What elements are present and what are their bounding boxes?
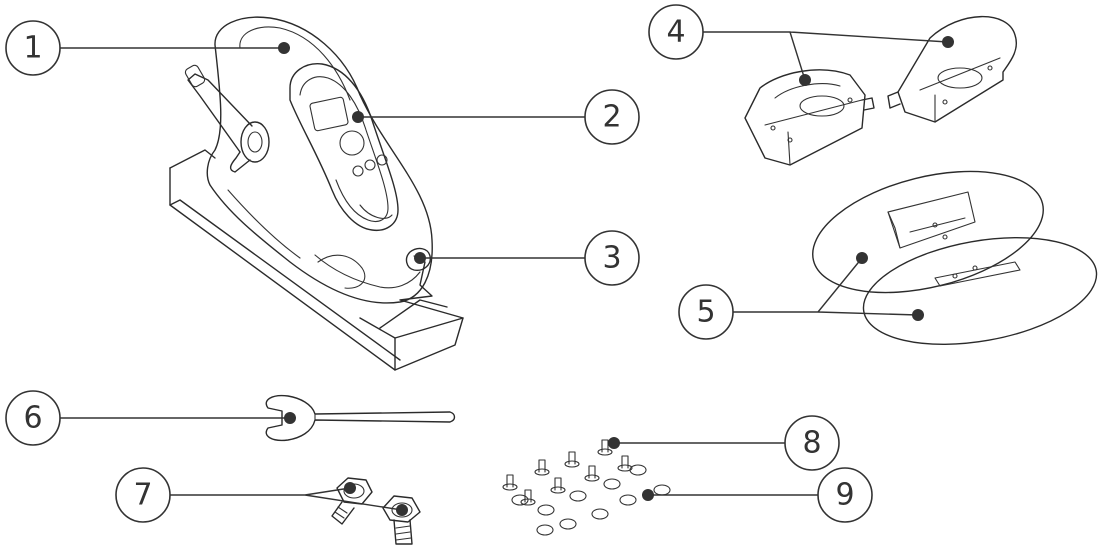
leader-dot-2 [352,111,364,123]
pedal-exerciser-main-body-drawing [169,16,464,371]
screw-icon [564,451,580,468]
leader-dot-6 [284,412,296,424]
callouts: 1 2 3 4 5 6 7 8 [5,4,873,523]
washer-icon [603,478,621,490]
leader-dot-1 [278,42,290,54]
screw-icon [550,477,566,494]
callout-7: 7 [115,467,171,523]
hex-bolts-drawing [331,477,421,545]
screw-icon [502,474,518,491]
washer-icon [619,494,637,506]
washer-icon [537,504,555,516]
callout-9: 9 [817,467,873,523]
leader-lines [60,31,954,516]
screw-icon [520,489,536,506]
leader-dot-5b [912,309,924,321]
callout-4: 4 [648,4,704,60]
washer-icon [569,490,587,502]
callout-3-label: 3 [602,241,621,276]
foot-pedals-drawing [744,15,1017,166]
washer-icon [536,524,554,536]
leader-dot-5a [856,252,868,264]
washer-icon [653,484,671,496]
callout-5-label: 5 [696,295,715,330]
leader-7 [170,487,403,511]
leader-dot-3 [414,252,426,264]
leader-dot-7b [396,504,408,516]
callout-8: 8 [784,415,840,471]
washers-drawing [511,464,671,536]
callout-8-label: 8 [802,426,821,461]
callout-6: 6 [5,390,61,446]
callout-3: 3 [584,230,640,286]
washer-icon [511,494,529,506]
foot-plates-drawing [812,170,1098,346]
screw-icon [617,455,633,472]
leader-dot-7a [344,482,356,494]
screw-icon [584,465,600,482]
leader-dot-9 [642,489,654,501]
leader-dot-4b [942,36,954,48]
callout-5: 5 [678,284,734,340]
callout-1: 1 [5,20,61,76]
washer-icon [559,518,577,530]
leader-dot-4a [799,74,811,86]
leader-5 [733,257,919,316]
spanner-tool-drawing [265,394,456,442]
leader-dot-8 [608,437,620,449]
callout-1-label: 1 [23,31,42,66]
callout-9-label: 9 [835,478,854,513]
callout-2-label: 2 [602,100,621,135]
washer-icon [629,464,647,476]
callout-2: 2 [584,89,640,145]
callout-6-label: 6 [23,401,42,436]
screw-icon [597,439,613,456]
callout-7-label: 7 [133,478,152,513]
callout-4-label: 4 [666,15,685,50]
leader-4 [703,31,949,81]
screw-icon [534,459,550,476]
washer-icon [591,508,609,520]
